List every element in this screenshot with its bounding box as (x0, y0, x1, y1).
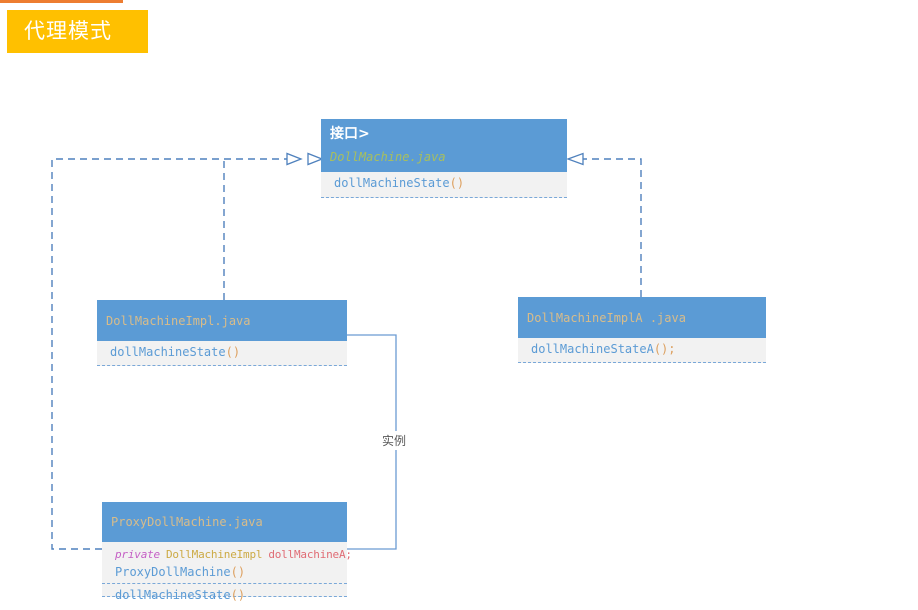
class-filename: DollMachineImplA .java (527, 310, 686, 325)
class-header: ProxyDollMachine.java (102, 502, 347, 542)
class-body: private DollMachineImpl dollMachineA; Prox… (102, 542, 352, 602)
field-type: DollMachineImpl (165, 548, 263, 561)
method-args: () (225, 345, 241, 359)
class-box-dollmachineimpl: DollMachineImpl.java dollMachineState() (97, 300, 347, 366)
method-row: dollMachineStateA(); (518, 338, 766, 361)
method-row: dollMachineState() (321, 172, 567, 195)
class-box-dollmachine-interface: 接口> DollMachine.java dollMachineState() (321, 119, 567, 198)
realization-arrowhead-icon (307, 152, 324, 166)
realization-arrowhead-icon (566, 152, 584, 166)
instance-label: 实例 (379, 431, 410, 450)
page-title-banner: 代理模式 (7, 10, 148, 53)
method-row: ProxyDollMachine() (102, 563, 347, 581)
field-variable: dollMachineA; (268, 548, 352, 561)
class-filename: DollMachineImpl.java (106, 313, 251, 328)
class-filename: ProxyDollMachine.java (111, 515, 263, 529)
class-filename: DollMachine.java (330, 150, 446, 164)
realization-line-proxy-to-interface (51, 158, 287, 550)
method-row: dollMachineState() (97, 341, 347, 364)
page-title: 代理模式 (24, 19, 112, 43)
class-box-proxydollmachine: ProxyDollMachine.java private DollMachine… (102, 502, 352, 602)
class-body: dollMachineState() (97, 341, 347, 366)
class-box-dollmachineimpla: DollMachineImplA .java dollMachineStateA… (518, 297, 766, 363)
method-args: () (449, 176, 465, 190)
method-name: dollMachineState (334, 176, 450, 190)
realization-line-implA-to-interface (583, 158, 642, 297)
method-name: dollMachineState (110, 345, 226, 359)
method-name: ProxyDollMachine (115, 565, 231, 579)
method-suffix: ; (668, 342, 676, 356)
method-name: dollMachineState (115, 588, 231, 602)
class-header: DollMachineImpl.java (97, 300, 347, 341)
class-header: DollMachineImplA .java (518, 297, 766, 338)
class-header: 接口> DollMachine.java (321, 119, 567, 172)
field-row: private DollMachineImpl dollMachineA; (102, 542, 352, 563)
field-keyword: private (115, 548, 160, 561)
method-args: () (653, 342, 669, 356)
method-name: dollMachineStateA (531, 342, 654, 356)
class-body: dollMachineStateA(); (518, 338, 766, 363)
class-body: dollMachineState() (321, 172, 567, 198)
method-row: dollMachineState() (102, 583, 347, 604)
top-accent-line (0, 0, 123, 3)
realization-arrowhead-icon (286, 152, 303, 166)
method-args: () (230, 588, 246, 602)
stereotype-label: 接口> (330, 126, 370, 142)
method-args: () (230, 565, 246, 579)
